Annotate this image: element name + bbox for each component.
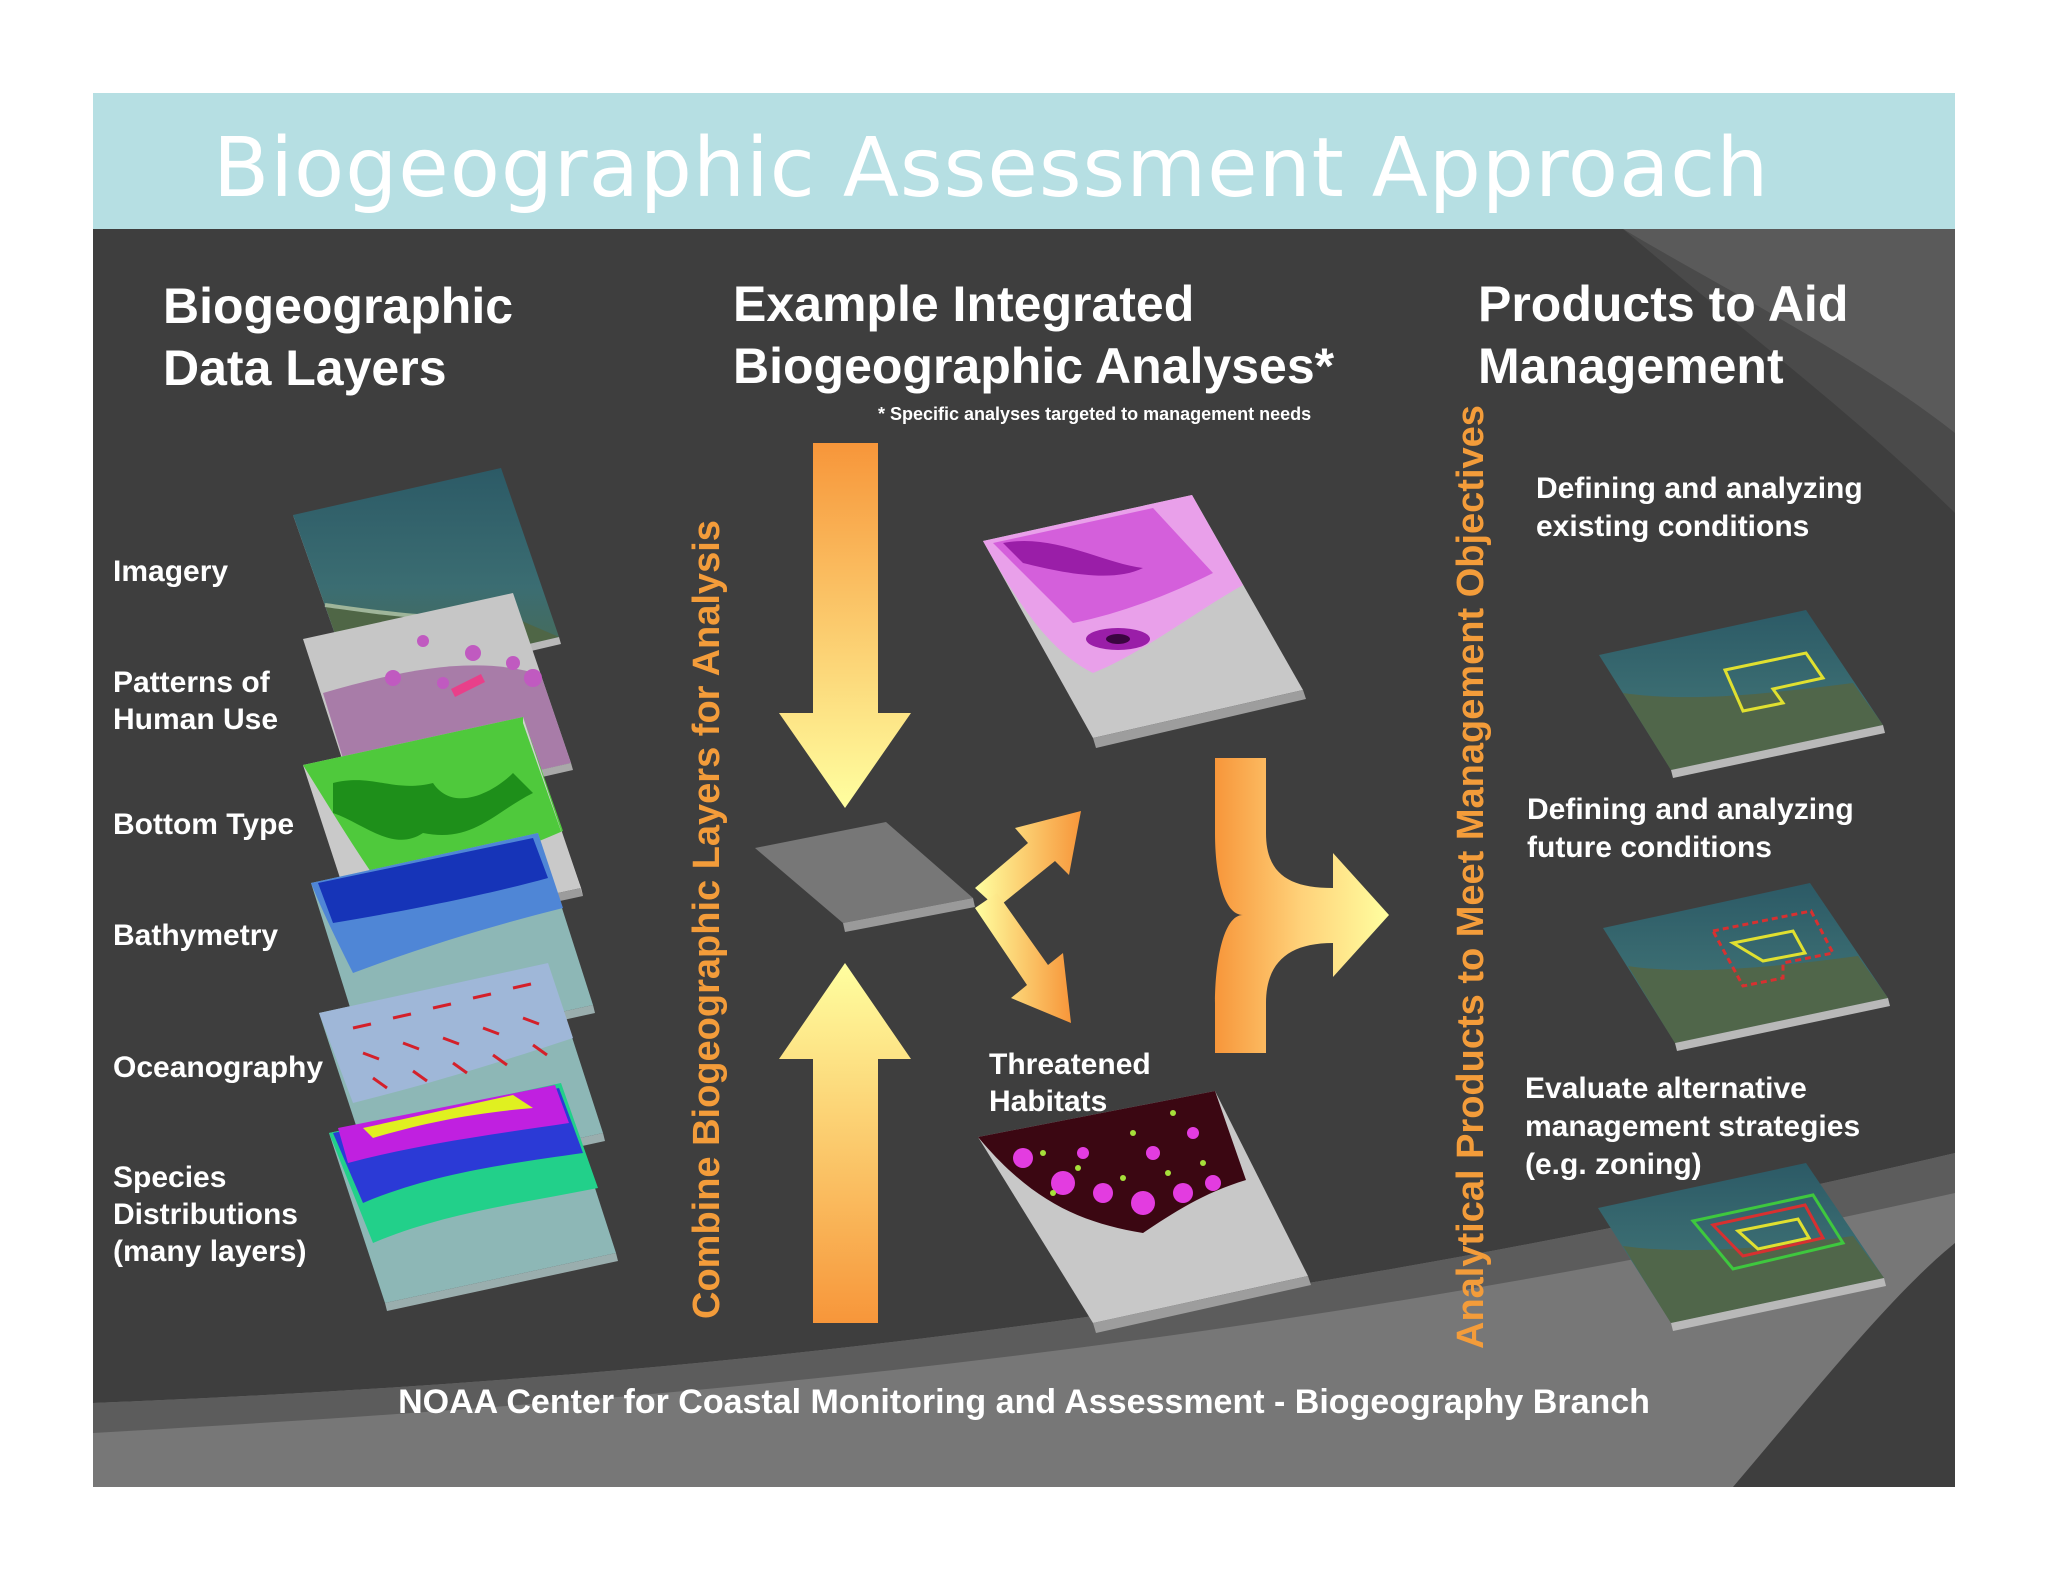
column-heading-integrated-analyses: Example Integrated Biogeographic Analyse… <box>733 276 1335 394</box>
layer-label-species: Species Distributions (many layers) <box>113 1161 307 1268</box>
merge-arrow <box>1215 758 1389 1053</box>
species-layer <box>329 1083 618 1311</box>
product-label-existing-conditions: Defining and analyzing existing conditio… <box>1536 472 1863 543</box>
title-bar <box>93 93 1955 229</box>
analytical-products-vertical-label: Analytical Products to Meet Management O… <box>1450 405 1492 1349</box>
existing-conditions-map <box>1599 610 1885 778</box>
footer-credit: NOAA Center for Coastal Monitoring and A… <box>398 1383 1650 1421</box>
layer-label-human-use: Patterns of Human Use <box>113 666 279 736</box>
assessment-diagram <box>293 443 1890 1333</box>
threatened-habitats-label: Threatened Habitats <box>989 1048 1151 1118</box>
combined-layer-tile <box>755 822 975 932</box>
split-arrow <box>975 811 1081 1023</box>
layer-label-imagery: Imagery <box>113 555 229 588</box>
product-label-zoning-strategies: Evaluate alternative management strategi… <box>1525 1072 1861 1181</box>
column-heading-data-layers: Biogeographic Data Layers <box>163 278 514 396</box>
layer-label-bottom-type: Bottom Type <box>113 808 295 841</box>
column-heading-products: Products to Aid Management <box>1478 276 1849 394</box>
background-swoosh <box>93 229 1955 1487</box>
threatened-habitats-map <box>978 1091 1311 1333</box>
up-arrow <box>779 963 911 1323</box>
product-label-future-conditions: Defining and analyzing future conditions <box>1527 793 1854 864</box>
layer-label-oceanography: Oceanography <box>113 1051 324 1084</box>
slide-title: Biogeographic Assessment Approach <box>213 121 1770 216</box>
combine-layers-vertical-label: Combine Biogeographic Layers for Analysi… <box>686 520 728 1319</box>
density-analysis-map <box>983 495 1306 748</box>
down-arrow <box>779 443 911 808</box>
slide: Biogeographic Assessment Approach Biogeo… <box>93 93 1955 1487</box>
layer-label-bathymetry: Bathymetry <box>113 919 279 952</box>
analyses-footnote: * Specific analyses targeted to manageme… <box>878 404 1312 424</box>
future-conditions-map <box>1603 883 1890 1051</box>
zoning-strategies-map <box>1598 1163 1886 1331</box>
